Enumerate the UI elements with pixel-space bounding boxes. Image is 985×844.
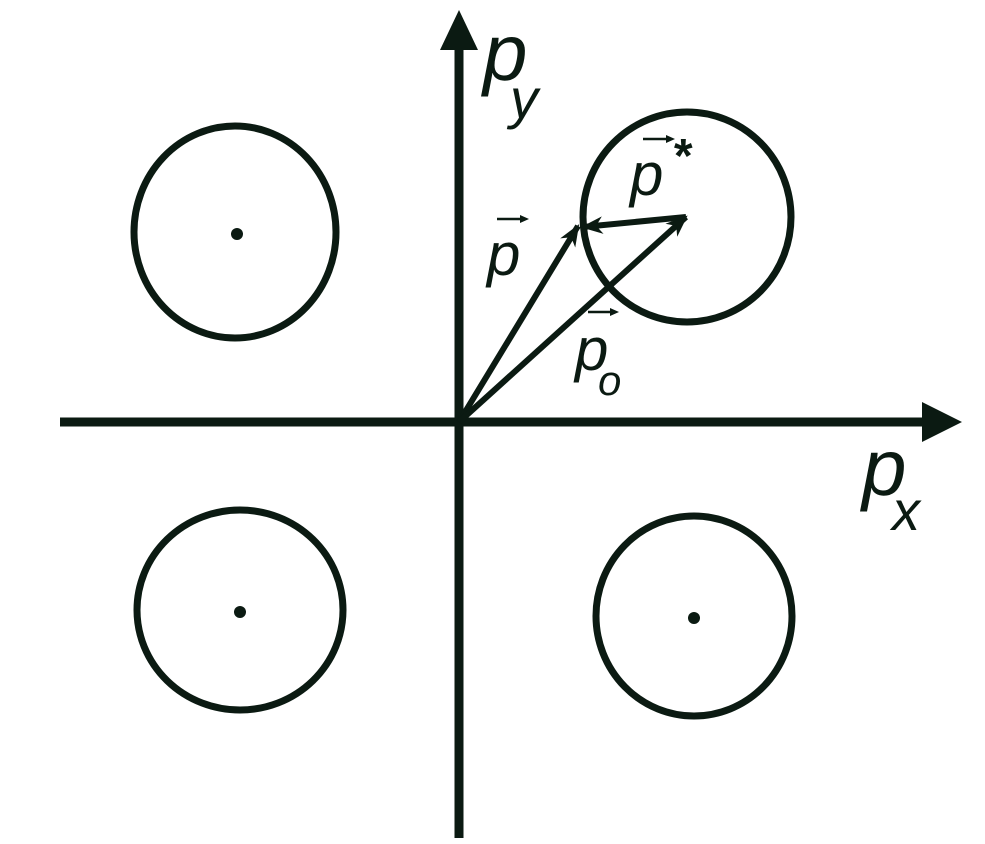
vector-p0-arrow — [456, 214, 689, 425]
y-axis-label-subscript: y — [506, 67, 541, 130]
x-axis-label-symbol: p — [860, 423, 907, 512]
circle-bottom-right-center — [688, 612, 700, 624]
vector-p-label: p — [485, 215, 529, 288]
y-axis-label-symbol: p — [481, 8, 528, 97]
vector-p0-label: p o — [573, 308, 621, 404]
vector-p0-symbol: p — [573, 316, 608, 383]
circle-bottom-left — [133, 506, 347, 714]
y-axis — [440, 10, 478, 838]
vector-p0-overarrow — [588, 308, 619, 316]
circle-top-left — [130, 122, 340, 342]
vector-p0-subscript: o — [598, 357, 621, 404]
vector-p-overarrow — [497, 215, 529, 223]
x-axis-arrowhead — [922, 402, 962, 442]
vector-pstar-label: p * — [628, 130, 693, 208]
circle-top-left-center — [231, 228, 243, 240]
vector-pstar-overarrow — [643, 135, 675, 143]
y-axis-label: p y — [481, 8, 541, 130]
circle-bottom-left-center — [234, 606, 246, 618]
x-axis — [60, 402, 962, 442]
vector-p-arrow — [456, 224, 581, 424]
y-axis-arrowhead — [440, 10, 478, 50]
vector-p-symbol: p — [485, 221, 520, 288]
vector-pstar-symbol: p — [628, 141, 663, 208]
x-axis-label-subscript: x — [889, 479, 922, 542]
x-axis-label: p x — [860, 423, 922, 542]
circle-bottom-right — [592, 512, 796, 720]
vector-pstar-superscript: * — [672, 130, 693, 183]
vector-pstar-arrow — [580, 214, 687, 234]
